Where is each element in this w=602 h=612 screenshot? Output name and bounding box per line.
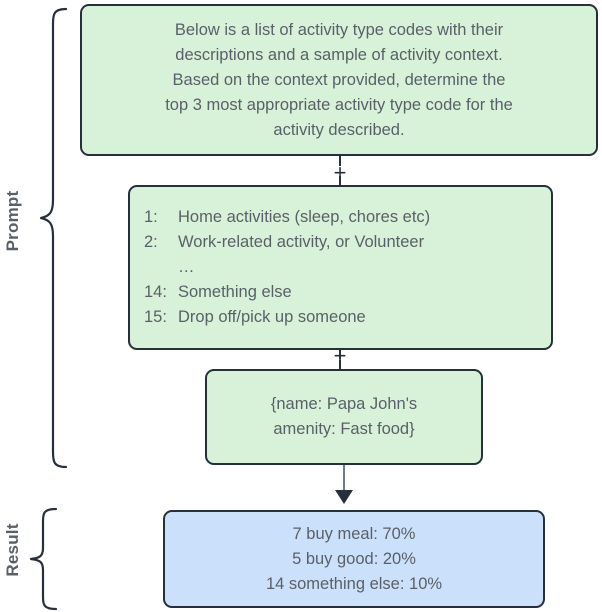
connector-segment-bottom <box>339 176 341 186</box>
activity-code-ellipsis: … <box>178 258 197 276</box>
result-arrow-shaft <box>343 465 345 493</box>
instruction-line: Below is a list of activity type codes w… <box>174 20 504 39</box>
instruction-line: top 3 most appropriate activity type cod… <box>165 95 513 114</box>
plus-connector-one: + <box>333 160 347 185</box>
context-sample-text: {name: Papa John's amenity: Fast food} <box>207 392 481 442</box>
instruction-line: Based on the context provided, determine… <box>172 70 506 89</box>
activity-code-row: 15: Drop off/pick up someone <box>144 305 541 330</box>
section-label-result: Result <box>3 523 22 577</box>
connector-segment-bottom <box>339 360 341 370</box>
activity-code-row: 2: Work-related activity, or Volunteer <box>144 230 541 255</box>
activity-codes-list: 1: Home activities (sleep, chores etc) 2… <box>130 205 551 330</box>
context-line: amenity: Fast food} <box>273 420 415 438</box>
result-line: 14 something else: 10% <box>265 574 443 593</box>
result-line: 5 buy good: 20% <box>292 549 416 568</box>
activity-code-number: 15: <box>144 308 167 326</box>
activity-code-row: 1: Home activities (sleep, chores etc) <box>144 205 541 230</box>
connector-segment-top <box>339 156 341 166</box>
connector-segment-top <box>339 350 341 359</box>
activity-codes-box: 1: Home activities (sleep, chores etc) 2… <box>128 185 553 350</box>
result-arrow-head-icon <box>335 490 353 504</box>
context-sample-box: {name: Papa John's amenity: Fast food} <box>205 369 483 465</box>
instruction-text: Below is a list of activity type codes w… <box>82 18 596 143</box>
section-label-prompt: Prompt <box>3 190 22 252</box>
result-box: 7 buy meal: 70% 5 buy good: 20% 14 somet… <box>163 510 545 608</box>
result-brace-icon <box>29 507 58 611</box>
plus-connector-two: + <box>333 343 347 368</box>
instruction-line: descriptions and a sample of activity co… <box>175 45 503 64</box>
result-text: 7 buy meal: 70% 5 buy good: 20% 14 somet… <box>165 522 543 597</box>
result-line: 7 buy meal: 70% <box>292 524 416 543</box>
instruction-box: Below is a list of activity type codes w… <box>80 4 598 156</box>
activity-code-number: 1: <box>144 208 158 226</box>
activity-code-label: Work-related activity, or Volunteer <box>178 233 425 251</box>
prompt-brace-icon <box>39 7 68 469</box>
instruction-line: activity described. <box>273 120 405 139</box>
activity-code-label: Drop off/pick up someone <box>178 308 366 326</box>
activity-code-label: Home activities (sleep, chores etc) <box>178 208 431 226</box>
activity-code-row-ellipsis: … <box>144 255 541 280</box>
activity-code-row: 14: Something else <box>144 280 541 305</box>
activity-code-label: Something else <box>178 283 292 301</box>
activity-code-number: 2: <box>144 233 158 251</box>
activity-code-number: 14: <box>144 283 167 301</box>
context-line: {name: Papa John's <box>270 395 418 413</box>
